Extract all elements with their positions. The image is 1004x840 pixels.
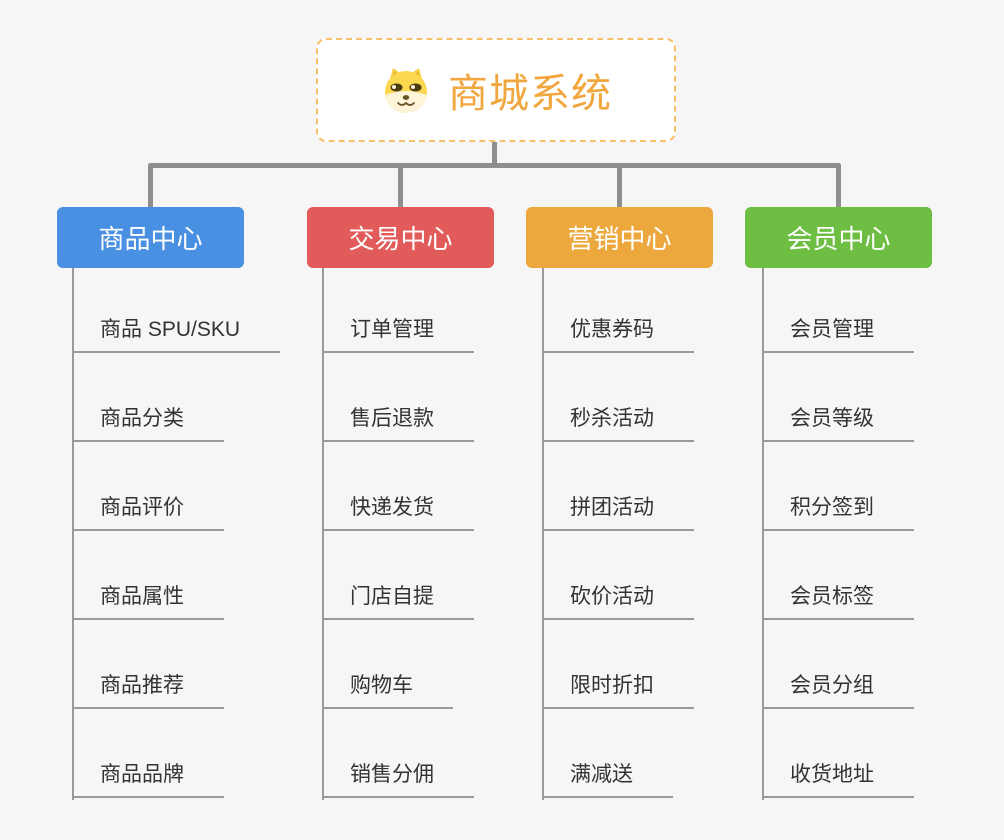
connector-horizontal bbox=[148, 163, 841, 168]
leaf-node[interactable]: 购物车 bbox=[322, 673, 453, 709]
branch-product-center[interactable]: 商品中心 bbox=[57, 207, 244, 268]
leaf-node[interactable]: 积分签到 bbox=[762, 495, 914, 531]
leaf-node[interactable]: 销售分佣 bbox=[322, 762, 474, 798]
leaf-node[interactable]: 满减送 bbox=[542, 762, 673, 798]
branch-member-center[interactable]: 会员中心 bbox=[745, 207, 932, 268]
leaf-node[interactable]: 会员分组 bbox=[762, 673, 914, 709]
dog-icon bbox=[380, 65, 432, 115]
leaf-node[interactable]: 会员标签 bbox=[762, 584, 914, 620]
leaf-node[interactable]: 商品 SPU/SKU bbox=[72, 317, 281, 353]
leaf-node[interactable]: 售后退款 bbox=[322, 406, 474, 442]
leaf-node[interactable]: 秒杀活动 bbox=[542, 406, 694, 442]
root-node[interactable]: 商城系统 bbox=[316, 38, 676, 142]
leaf-node[interactable]: 优惠券码 bbox=[542, 317, 694, 353]
leaf-node[interactable]: 会员等级 bbox=[762, 406, 914, 442]
branch-trade-center[interactable]: 交易中心 bbox=[307, 207, 494, 268]
leaf-node[interactable]: 商品推荐 bbox=[72, 673, 224, 709]
connector-drop-product bbox=[148, 163, 153, 209]
spine-trade-center bbox=[322, 268, 324, 800]
leaf-node[interactable]: 门店自提 bbox=[322, 584, 474, 620]
connector-drop-marketing bbox=[617, 163, 622, 209]
leaf-node[interactable]: 商品分类 bbox=[72, 406, 224, 442]
root-title: 商城系统 bbox=[448, 72, 612, 116]
leaf-node[interactable]: 限时折扣 bbox=[542, 673, 694, 709]
leaf-node[interactable]: 收货地址 bbox=[762, 762, 914, 798]
leaf-node[interactable]: 拼团活动 bbox=[542, 495, 694, 531]
spine-member-center bbox=[762, 268, 764, 800]
leaf-node[interactable]: 商品属性 bbox=[72, 584, 224, 620]
leaf-node[interactable]: 商品评价 bbox=[72, 495, 224, 531]
leaf-node[interactable]: 快递发货 bbox=[322, 495, 474, 531]
leaf-node[interactable]: 会员管理 bbox=[762, 317, 914, 353]
connector-drop-trade bbox=[398, 163, 403, 209]
connector-drop-member bbox=[836, 163, 841, 209]
leaf-node[interactable]: 订单管理 bbox=[322, 317, 474, 353]
leaf-node[interactable]: 砍价活动 bbox=[542, 584, 694, 620]
leaf-node[interactable]: 商品品牌 bbox=[72, 762, 224, 798]
spine-marketing-center bbox=[542, 268, 544, 800]
connector-root-stem bbox=[492, 142, 497, 168]
spine-product-center bbox=[72, 268, 74, 800]
branch-marketing-center[interactable]: 营销中心 bbox=[526, 207, 713, 268]
